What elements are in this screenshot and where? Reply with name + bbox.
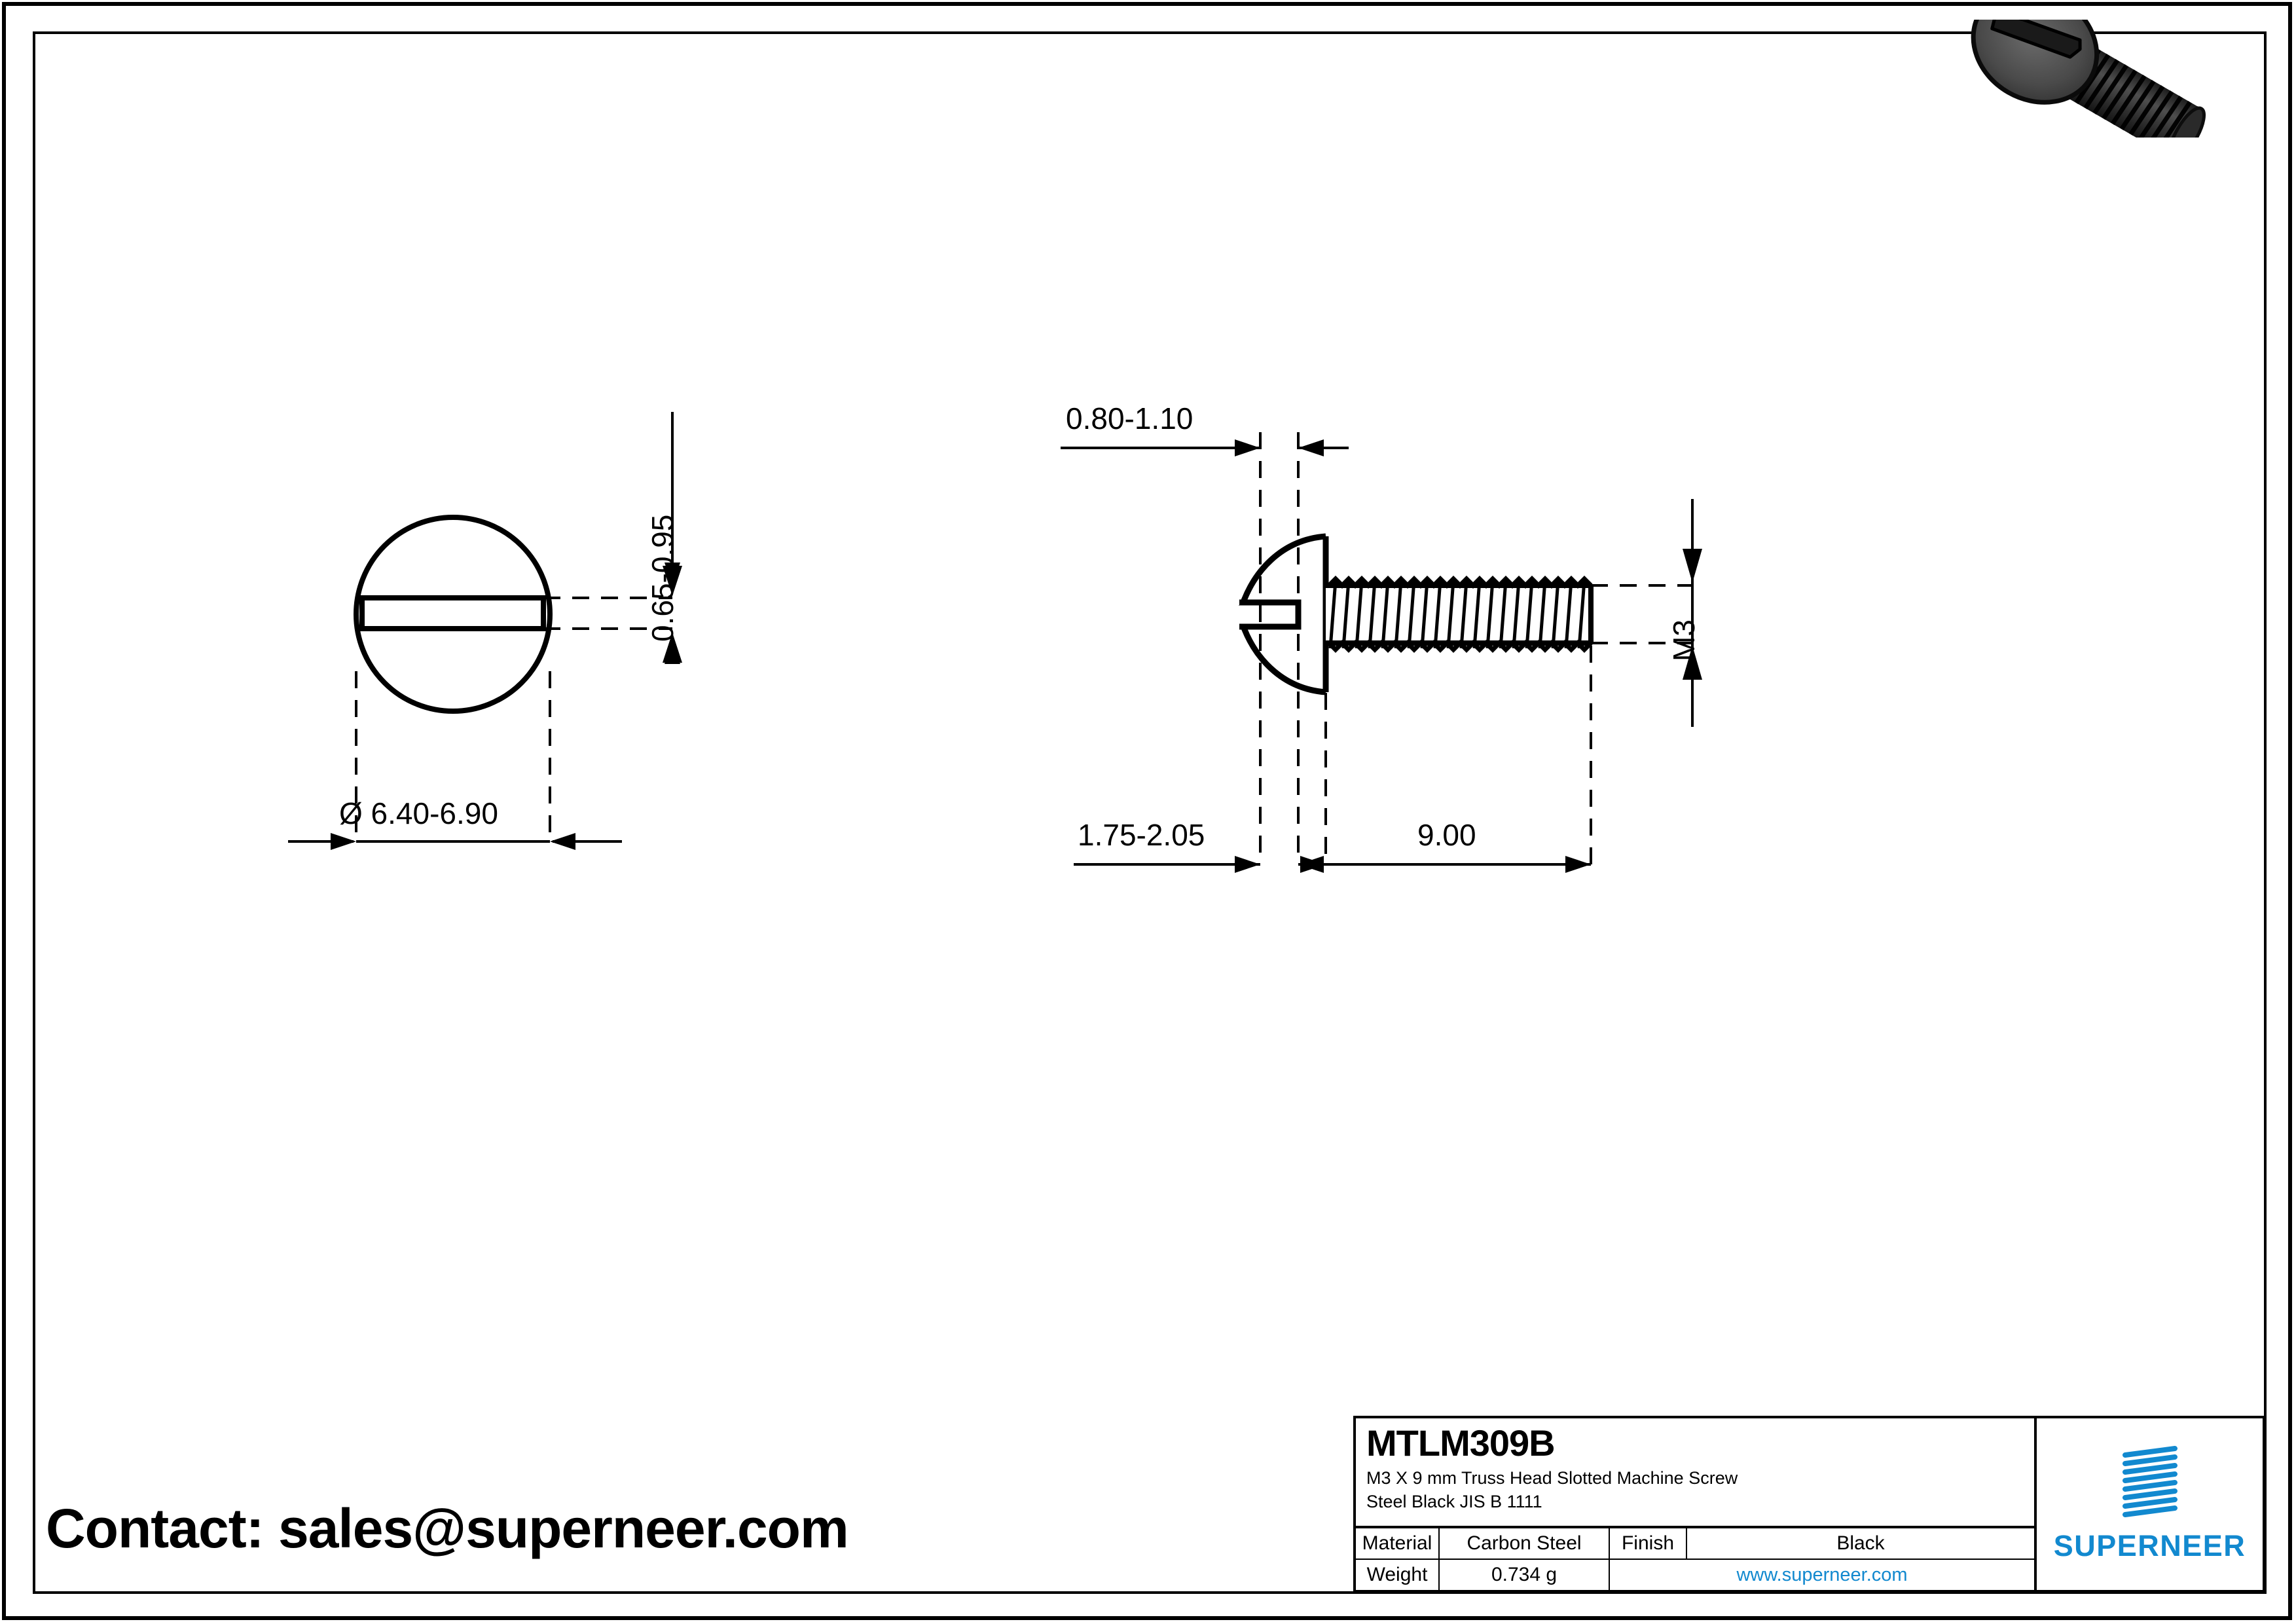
dim-label-head-diameter: Ø 6.40-6.90 xyxy=(339,796,498,830)
weight-label: Weight xyxy=(1356,1560,1440,1590)
dim-head-diameter xyxy=(288,833,622,850)
isometric-screw-render xyxy=(1971,20,2206,138)
website-url[interactable]: www.superneer.com xyxy=(1736,1564,1908,1585)
head-top-view-geometry xyxy=(354,515,553,714)
weight-value: 0.734 g xyxy=(1440,1560,1610,1590)
title-block: MTLM309B M3 X 9 mm Truss Head Slotted Ma… xyxy=(1353,1416,2265,1593)
dim-label-thread-length: 9.00 xyxy=(1417,818,1476,852)
brand-logo-cell: SUPERNEER xyxy=(2037,1418,2263,1590)
description-line-2: Steel Black JIS B 1111 xyxy=(1366,1491,1542,1511)
dim-label-head-height: 1.75-2.05 xyxy=(1078,818,1205,852)
title-block-description: MTLM309B M3 X 9 mm Truss Head Slotted Ma… xyxy=(1356,1418,2034,1528)
brand-wordmark: SUPERNEER xyxy=(2053,1528,2246,1562)
contact-email-line: Contact: sales@superneer.com xyxy=(46,1498,849,1559)
material-label: Material xyxy=(1356,1528,1440,1559)
website-link-cell[interactable]: www.superneer.com xyxy=(1610,1560,2034,1590)
dim-label-slot-depth: 0.80-1.10 xyxy=(1066,401,1194,435)
superneer-logo-icon xyxy=(2122,1445,2178,1517)
dim-slot-depth xyxy=(1061,439,1349,456)
part-number: MTLM309B xyxy=(1366,1422,1556,1464)
title-block-left: MTLM309B M3 X 9 mm Truss Head Slotted Ma… xyxy=(1356,1418,2037,1590)
dim-head-height-and-thread-length xyxy=(1074,856,1591,873)
finish-value: Black xyxy=(1836,1532,1885,1554)
screw-side-view-geometry xyxy=(1231,533,1594,695)
dim-slot-width xyxy=(663,412,682,664)
top-view-extension-lines xyxy=(355,597,672,841)
description-line-1: M3 X 9 mm Truss Head Slotted Machine Scr… xyxy=(1366,1468,1738,1488)
spec-row-material: Material Carbon Steel Finish Black xyxy=(1356,1528,2034,1560)
dim-label-thread-size: M3 xyxy=(1667,619,1701,661)
dim-label-slot-width: 0.65-0.95 xyxy=(646,514,680,642)
finish-label: Finish xyxy=(1610,1528,1687,1559)
spec-row-weight: Weight 0.734 g www.superneer.com xyxy=(1356,1560,2034,1590)
inner-border xyxy=(33,31,2267,1594)
dim-thread-size xyxy=(1683,499,1702,727)
side-view-extension-lines xyxy=(1259,432,1692,864)
material-value: Carbon Steel xyxy=(1440,1528,1610,1559)
